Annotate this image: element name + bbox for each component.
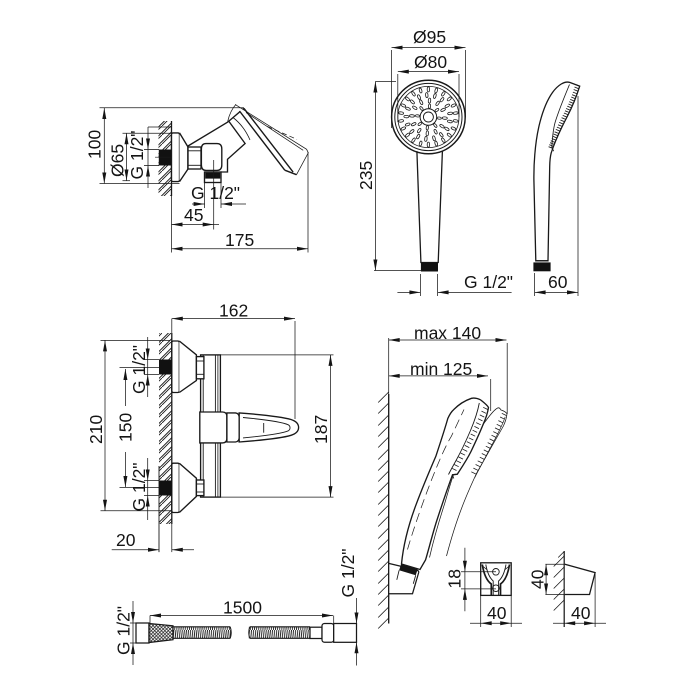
svg-text:G 1/2": G 1/2" xyxy=(127,130,147,179)
svg-text:210: 210 xyxy=(86,415,106,444)
svg-text:162: 162 xyxy=(219,301,248,321)
svg-text:Ø80: Ø80 xyxy=(414,52,447,72)
svg-text:100: 100 xyxy=(85,130,105,159)
svg-text:45: 45 xyxy=(184,205,203,225)
svg-text:G 1/2": G 1/2" xyxy=(191,183,240,203)
svg-text:175: 175 xyxy=(225,230,254,250)
svg-text:187: 187 xyxy=(311,415,331,444)
svg-text:20: 20 xyxy=(116,530,136,550)
svg-text:G 1/2": G 1/2" xyxy=(114,606,134,655)
svg-text:40: 40 xyxy=(571,603,591,623)
svg-text:Ø95: Ø95 xyxy=(413,27,446,47)
svg-text:18: 18 xyxy=(445,569,465,588)
svg-text:max 140: max 140 xyxy=(414,323,481,343)
svg-text:G 1/2": G 1/2" xyxy=(338,548,358,597)
svg-text:60: 60 xyxy=(548,272,568,292)
svg-text:G 1/2": G 1/2" xyxy=(464,272,513,292)
svg-text:Ø65: Ø65 xyxy=(108,144,128,177)
svg-text:40: 40 xyxy=(487,603,507,623)
svg-text:40: 40 xyxy=(528,569,548,589)
svg-text:G 1/2": G 1/2" xyxy=(129,462,149,511)
svg-text:G 1/2": G 1/2" xyxy=(129,345,149,394)
svg-text:150: 150 xyxy=(116,413,136,442)
svg-text:1500: 1500 xyxy=(223,598,262,618)
svg-text:235: 235 xyxy=(356,161,376,190)
svg-text:min 125: min 125 xyxy=(410,359,472,379)
